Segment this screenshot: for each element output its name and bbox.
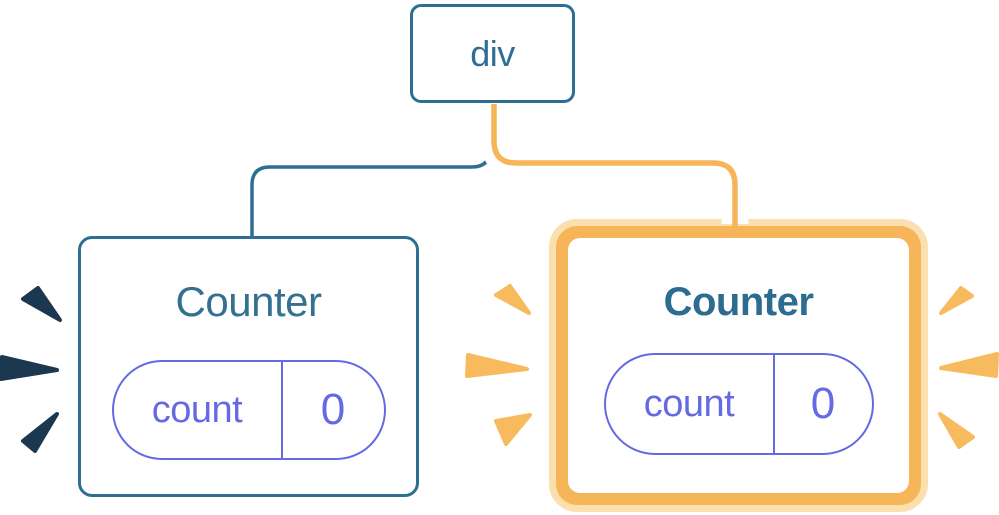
- root-node-label: div: [470, 32, 515, 74]
- spark-wedge: [939, 286, 974, 315]
- spark-wedge: [494, 284, 531, 315]
- state-key-label: count: [643, 382, 735, 425]
- spark-wedge: [21, 286, 62, 322]
- state-pill-right: count 0: [603, 353, 874, 455]
- state-value-label: 0: [810, 379, 836, 428]
- spark-wedge: [494, 413, 532, 446]
- spark-wedge: [465, 353, 529, 378]
- state-pill-right-key-section: count: [606, 355, 775, 453]
- spark-burst-right-card-left: [465, 284, 532, 446]
- state-value-label: 0: [320, 385, 346, 434]
- state-pill-right-value-section: 0: [775, 355, 872, 453]
- spark-wedge: [939, 352, 999, 378]
- state-pill-left-key-section: count: [114, 362, 283, 458]
- counter-card-right: Counter count 0: [568, 238, 909, 493]
- state-key-label: count: [151, 388, 243, 431]
- counter-title-right: Counter: [663, 280, 814, 324]
- spark-burst-left-dark: [0, 286, 62, 453]
- counter-card-left: Counter count 0: [78, 236, 419, 497]
- spark-burst-right-card-right: [938, 286, 999, 449]
- root-node-div: div: [410, 4, 575, 103]
- counter-card-right-highlight-glow: Counter count 0: [549, 219, 928, 512]
- spark-wedge: [938, 412, 975, 449]
- connector-right-edge: [491, 104, 738, 232]
- spark-wedge: [21, 412, 59, 453]
- connector-left-edge: [250, 104, 492, 238]
- counter-card-right-highlight-ring: Counter count 0: [556, 226, 921, 505]
- counter-title-left: Counter: [175, 278, 322, 325]
- state-pill-left: count 0: [111, 360, 386, 460]
- spark-wedge: [0, 355, 59, 381]
- connector-right-edge-casing: [480, 104, 749, 224]
- state-pill-left-value-section: 0: [283, 362, 384, 458]
